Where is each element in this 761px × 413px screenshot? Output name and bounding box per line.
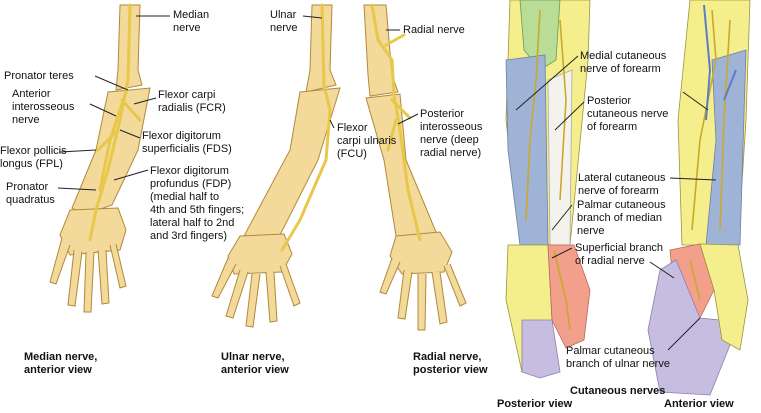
- caption-ulnar: Ulnar nerve,anterior view: [221, 351, 289, 376]
- median-nerve-path: [88, 3, 132, 242]
- leader-lines: [57, 15, 717, 351]
- radial-arm-figure: [363, 3, 467, 331]
- label-radial-nerve: Radial nerve: [403, 24, 465, 36]
- radial-fingers: [379, 257, 467, 331]
- posterior-nerve-lines: [525, 9, 571, 331]
- caption-radial: Radial nerve,posterior view: [413, 351, 488, 376]
- anterior-hand-yellow: [699, 243, 749, 351]
- radial-hand: [389, 231, 453, 275]
- label-pronator-teres: Pronator teres: [4, 70, 74, 82]
- radial-nerve-branch: [384, 33, 412, 152]
- posterior-zone-green: [519, 0, 561, 71]
- ulnar-arm-figure: [211, 3, 341, 328]
- radial-nerve-path: [370, 3, 422, 242]
- median-fingers: [49, 237, 127, 313]
- posterior-zone-blue: [505, 54, 549, 246]
- anterior-vein-lines: [703, 4, 737, 121]
- caption-cutaneous: Cutaneous nerves: [570, 385, 666, 397]
- ulnar-fingers: [211, 257, 301, 328]
- cutaneous-anterior-figure: [647, 0, 751, 396]
- radial-humerus: [363, 4, 399, 97]
- caption-median: Median nerve,anterior view: [24, 351, 98, 376]
- anterior-hand-purple: [647, 259, 731, 396]
- median-arm-figure: [49, 3, 151, 313]
- posterior-hand-purple: [521, 319, 561, 379]
- caption-posterior-view: Posterior view: [497, 398, 573, 410]
- ulnar-nerve-path: [280, 3, 332, 252]
- ulnar-forearm: [243, 87, 341, 246]
- ulnar-humerus: [305, 4, 337, 93]
- cutaneous-posterior-figure: [505, 0, 591, 379]
- median-nerve-branch: [96, 90, 142, 192]
- caption-anterior-view: Anterior view: [664, 398, 734, 410]
- posterior-zone-white: [547, 69, 573, 246]
